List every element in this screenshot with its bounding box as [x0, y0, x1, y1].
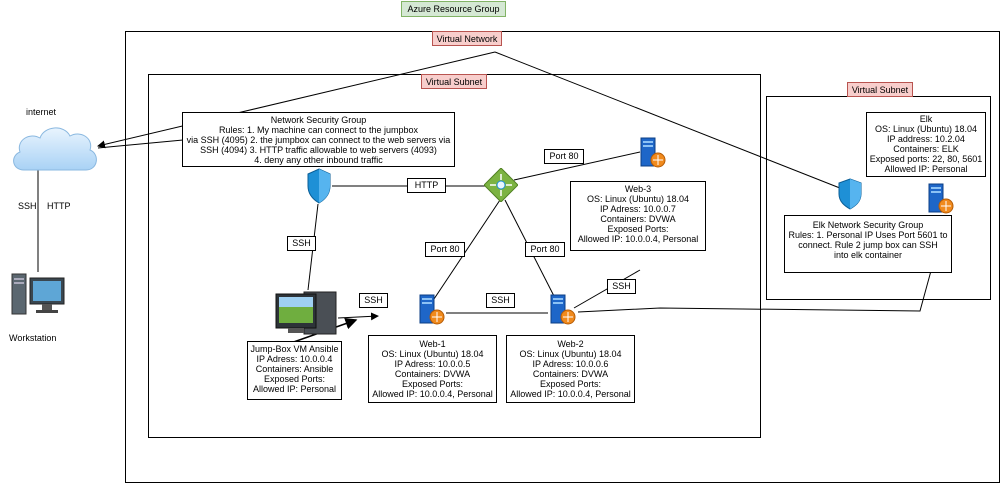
web1-server-icon	[419, 294, 445, 325]
elk-server-icon	[928, 183, 954, 214]
web1-info-box: Web-1 OS: Linux (Ubuntu) 18.04 IP Adress…	[368, 335, 497, 403]
web2-details: OS: Linux (Ubuntu) 18.04 IP Adress: 10.0…	[510, 349, 631, 399]
web1-details: OS: Linux (Ubuntu) 18.04 IP Adress: 10.0…	[372, 349, 493, 399]
ssh-web3-web2-label: SSH	[607, 279, 636, 294]
port80-web3-label: Port 80	[544, 149, 584, 164]
port80-web2-label: Port 80	[525, 242, 565, 257]
virtual-network-tag: Virtual Network	[432, 31, 502, 46]
elk-info-box: Elk OS: Linux (Ubuntu) 18.04 IP address:…	[866, 112, 986, 177]
nsg-rules: Rules: 1. My machine can connect to the …	[186, 125, 451, 165]
internet-label: internet	[26, 107, 57, 117]
elk-nsg-box: Elk Network Security Group Rules: 1. Per…	[784, 215, 952, 273]
virtual-subnet-elk-tag: Virtual Subnet	[847, 82, 913, 97]
http-edge-label: HTTP	[407, 178, 446, 193]
http-protocol-label: HTTP	[47, 201, 71, 211]
ssh-protocol-label: SSH	[18, 201, 37, 211]
web3-server-icon	[640, 137, 666, 168]
jumpbox-info-box: Jump-Box VM Ansible IP Adress: 10.0.0.4 …	[247, 341, 342, 400]
nsg-title: Network Security Group	[270, 115, 367, 125]
elk-nsg-title: Elk Network Security Group	[812, 220, 924, 230]
workstation-label: Workstation	[9, 333, 57, 343]
resource-group-tag: Azure Resource Group	[401, 1, 506, 17]
elk-shield-icon	[838, 178, 862, 210]
web3-details: OS: Linux (Ubuntu) 18.04 IP Adress: 10.0…	[577, 194, 699, 244]
ssh-jumpbox-web1-label: SSH	[359, 293, 388, 308]
jumpbox-details: IP Adress: 10.0.0.4 Containers: Ansible …	[252, 354, 337, 394]
elk-nsg-rules: Rules: 1. Personal IP Uses Port 5601 to …	[788, 230, 948, 260]
workstation-icon	[11, 273, 65, 315]
cloud-icon	[13, 127, 97, 171]
shield-icon	[307, 168, 331, 204]
web2-info-box: Web-2 OS: Linux (Ubuntu) 18.04 IP Adress…	[506, 335, 635, 403]
jumpbox-vm-icon	[275, 291, 337, 335]
web2-server-icon	[550, 294, 576, 325]
ssh-web1-web2-label: SSH	[486, 293, 515, 308]
web3-info-box: Web-3 OS: Linux (Ubuntu) 18.04 IP Adress…	[570, 181, 706, 251]
web3-title: Web-3	[624, 184, 652, 194]
jumpbox-title: Jump-Box VM Ansible	[250, 344, 339, 354]
web1-title: Web-1	[419, 339, 446, 349]
load-balancer-icon	[484, 168, 518, 202]
virtual-network-container	[125, 31, 1000, 483]
virtual-subnet-main-tag: Virtual Subnet	[421, 74, 487, 89]
elk-title: Elk	[919, 114, 933, 124]
nsg-box: Network Security Group Rules: 1. My mach…	[182, 112, 455, 167]
ssh-nsg-jumpbox-label: SSH	[287, 236, 316, 251]
web2-title: Web-2	[557, 339, 584, 349]
elk-details: OS: Linux (Ubuntu) 18.04 IP address: 10.…	[869, 124, 983, 174]
port80-web1-label: Port 80	[425, 242, 465, 257]
